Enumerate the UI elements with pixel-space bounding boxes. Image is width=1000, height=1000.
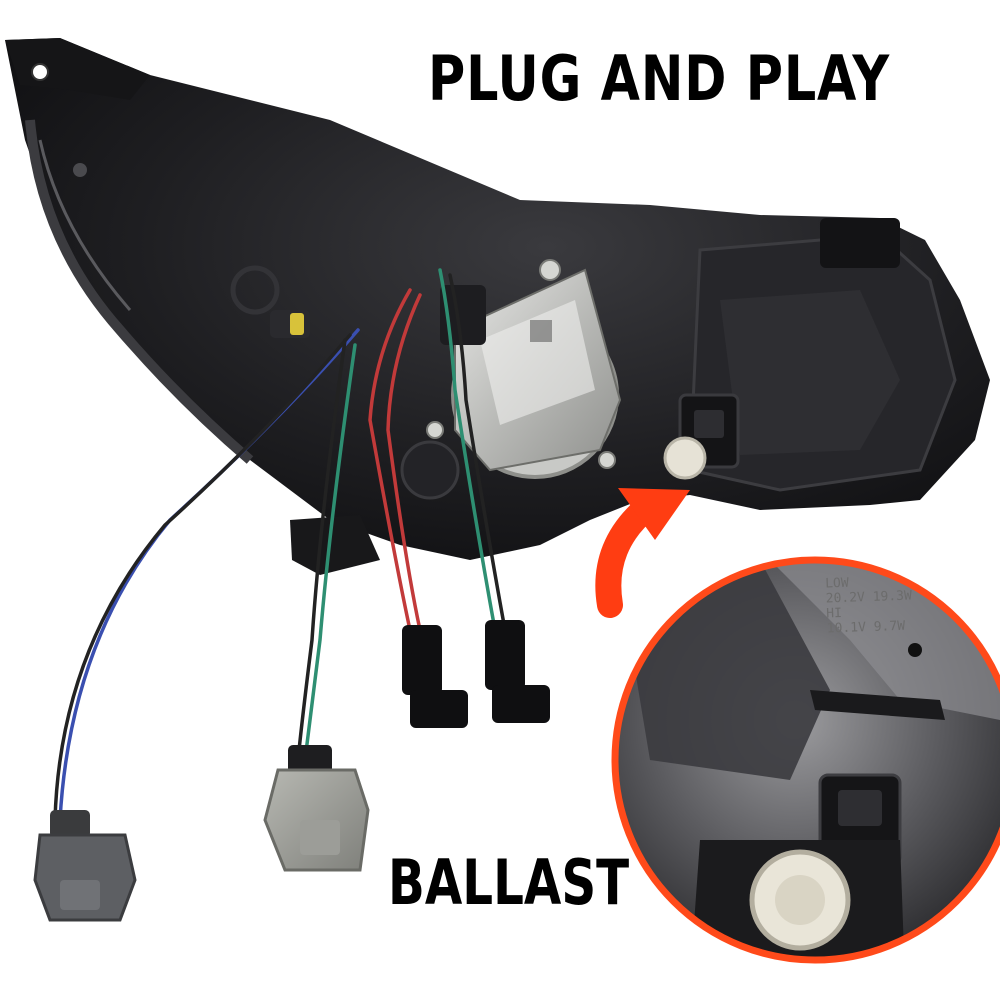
wiring-harness [53, 268, 507, 822]
bulb-socket-right [263, 745, 370, 872]
housing-connector [663, 393, 740, 480]
zoom-ring [611, 556, 1000, 964]
headlight-housing [5, 38, 990, 575]
ballast-plug-right [485, 620, 550, 723]
callout-label: BALLAST [388, 846, 630, 919]
ballast-plug-left [402, 625, 468, 728]
headline: PLUG AND PLAY [428, 42, 890, 115]
zoom-detail [611, 556, 1000, 964]
pointer-arrow [595, 488, 690, 618]
ballast-unit [426, 259, 622, 472]
zoom-spec-label: LOW 20.2V 19.3W HI 10.1V 9.7W [824, 575, 913, 637]
bulb-socket-left [33, 810, 137, 922]
